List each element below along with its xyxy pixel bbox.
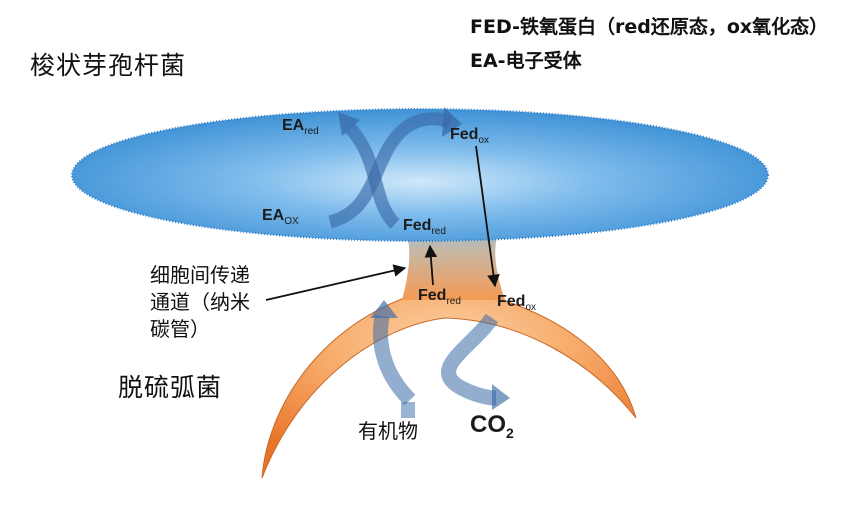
top-cell [71,108,769,242]
arrowhead-fed-red-bottom [370,300,398,318]
fed-red-top-label: Fedred [403,217,446,237]
legend-line-1: FED-铁氧蛋白（red还原态，ox氧化态） [470,16,829,38]
organism-top-label: 梭状芽孢杆菌 [30,51,187,80]
arrow-ea-ox-to-fed-ox [328,112,453,229]
fed-ox-top-label: Fedox [450,126,489,146]
arrow-fed-ox-to-co2 [441,313,499,406]
arrow-fed-ox-top-to-bottom [475,145,500,288]
arrowhead-ea-red [338,112,360,136]
legend-line-2: EA-电子受体 [470,50,582,72]
nanotube-annotation-line-3: 碳管） [150,317,210,341]
ea-red-label: EAred [282,117,319,137]
arrowhead-co2 [492,384,510,410]
fed-ox-bottom-label: Fedox [497,293,536,313]
nanotube-annotation-line-2: 通道（纳米 [150,290,250,314]
pointer-nanotube [265,264,407,301]
fed-red-bottom-label: Fedred [418,287,461,307]
arrow-fed-red-bottom-to-top [424,244,438,286]
nanotube-annotation-line-1: 细胞间传递 [150,263,250,287]
arrow-organic-to-fed-red [372,314,416,406]
co2-label: CO2 [470,411,514,441]
arrow-fed-red-to-ea-red [345,123,400,229]
nanotube-annotation: 细胞间传递 通道（纳米 碳管） [150,262,250,343]
arrowhead-fed-ox [442,107,462,137]
organism-bottom-label: 脱硫弧菌 [118,373,223,402]
ea-ox-label: EAOX [262,207,299,227]
substrate-label: 有机物 [358,419,418,443]
